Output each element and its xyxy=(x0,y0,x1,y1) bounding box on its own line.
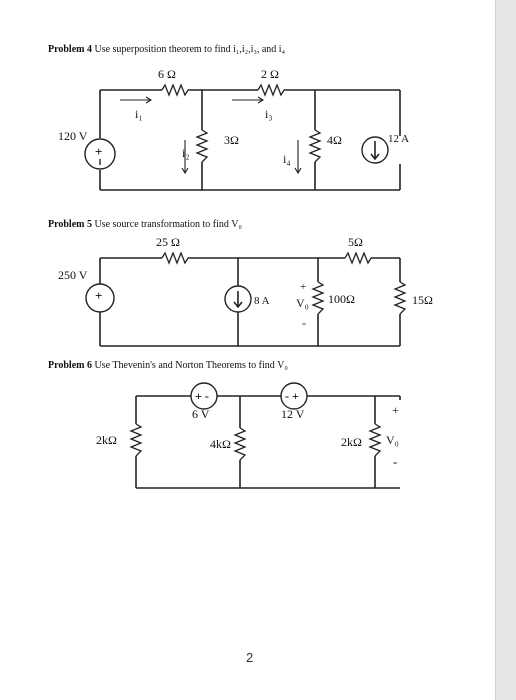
problem-5-title: Problem 5 xyxy=(48,219,92,230)
p4-voltage-source xyxy=(84,138,116,170)
problem-5-heading: Problem 5 Use source transformation to f… xyxy=(48,219,242,230)
p6-src1-polarity: + - xyxy=(195,389,209,403)
p5-vo-minus: - xyxy=(302,316,306,330)
problem-6-heading: Problem 6 Use Thevenin's and Norton Theo… xyxy=(48,360,288,371)
p5-resistor-100ohm xyxy=(311,281,325,315)
p6-voltage-source-12v xyxy=(280,382,308,410)
p4-label-4ohm: 4Ω xyxy=(327,133,342,147)
p5-resistor-25ohm xyxy=(161,251,189,265)
p6-vo-minus: - xyxy=(393,454,397,469)
p5-label-5ohm: 5Ω xyxy=(348,235,363,249)
p4-label-i4: i₄ xyxy=(283,152,291,166)
p6-resistor-4k xyxy=(233,427,247,461)
p4-label-2ohm: 2 Ω xyxy=(261,67,279,81)
p6-label-6v: 6 V xyxy=(192,407,210,421)
p4-resistor-3ohm xyxy=(195,129,209,163)
problem-4-title: Problem 4 xyxy=(48,44,92,55)
p6-src2-polarity: - + xyxy=(285,389,299,403)
p4-label-i3: i₃ xyxy=(265,107,273,121)
p5-label-25ohm: 25 Ω xyxy=(156,235,180,249)
p6-label-2k-left: 2kΩ xyxy=(96,433,117,447)
p4-resistor-6ohm xyxy=(161,83,189,97)
p4-label-12a: 12 A xyxy=(388,133,409,145)
p6-label-2k-right: 2kΩ xyxy=(341,435,362,449)
problem-4-heading: Problem 4 Use superposition theorem to f… xyxy=(48,44,285,55)
p5-voltage-source xyxy=(85,283,115,313)
p5-label-8a: 8 A xyxy=(254,295,270,307)
problem-5-text: Use source transformation to find V₀ xyxy=(91,219,242,230)
p6-vo-plus: + xyxy=(392,403,399,417)
p4-label-i2: i₂ xyxy=(182,146,190,160)
vertical-scrollbar[interactable] xyxy=(495,0,516,700)
problem-4-circuit: + 6 Ω 2 Ω i₁ i₃ i₂ i₄ 3Ω 4Ω 120 V 12 A xyxy=(58,67,433,489)
p5-resistor-15ohm xyxy=(393,281,407,315)
p4-label-120v: 120 V xyxy=(58,129,88,143)
p4-label-i1: i₁ xyxy=(135,107,143,121)
svg-text:+: + xyxy=(95,144,102,159)
p6-voltage-source-6v xyxy=(190,382,218,410)
p6-resistor-2k-right xyxy=(368,423,382,457)
p5-label-100ohm: 100Ω xyxy=(328,292,355,306)
problem-4-text: Use superposition theorem to find i₁,i₂,… xyxy=(91,44,286,55)
problem-6-text: Use Thevenin's and Norton Theorems to fi… xyxy=(91,360,288,371)
p5-resistor-5ohm xyxy=(344,251,372,265)
p6-label-vo: V₀ xyxy=(386,433,399,447)
p5-label-250v: 250 V xyxy=(58,268,88,282)
p5-vo-plus: + xyxy=(300,281,306,293)
problem-6-title: Problem 6 xyxy=(48,360,92,371)
p4-resistor-4ohm xyxy=(308,129,322,163)
page-number: 2 xyxy=(246,650,254,665)
p4-resistor-2ohm xyxy=(257,83,285,97)
p4-label-6ohm: 6 Ω xyxy=(158,67,176,81)
document-page: Problem 4 Use superposition theorem to f… xyxy=(48,44,433,665)
p5-label-15ohm: 15Ω xyxy=(412,293,433,307)
p6-resistor-2k-left xyxy=(129,423,143,457)
svg-text:+: + xyxy=(95,288,102,303)
p4-label-3ohm: 3Ω xyxy=(224,133,239,147)
p6-label-4k: 4kΩ xyxy=(210,437,231,451)
p6-label-12v: 12 V xyxy=(281,407,305,421)
p5-label-vo: V₀ xyxy=(296,296,309,310)
